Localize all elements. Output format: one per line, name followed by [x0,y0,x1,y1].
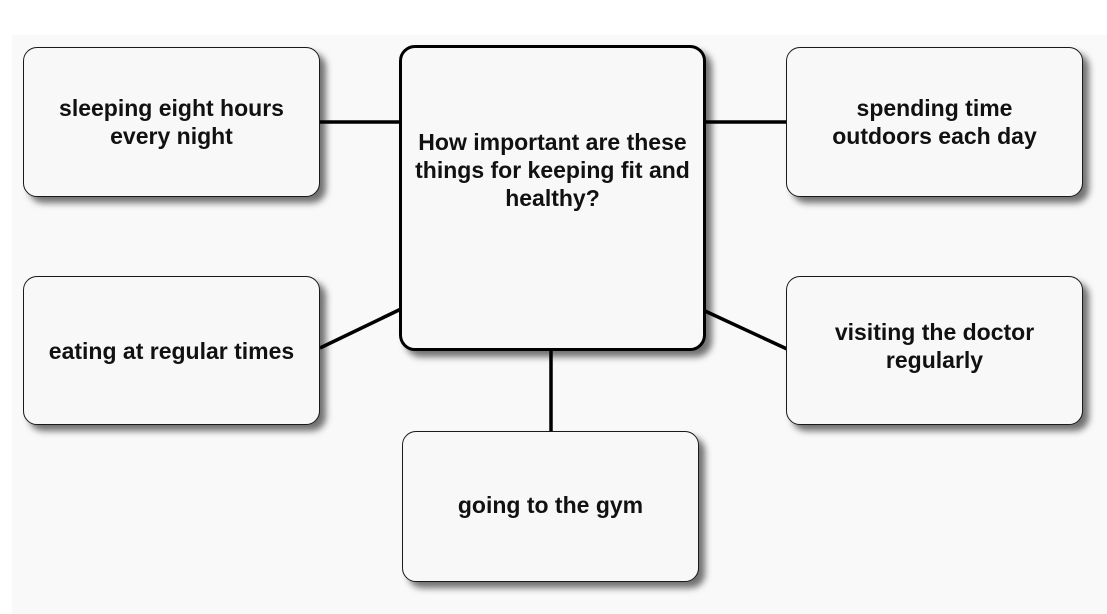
node-mid-left: eating at regular times [23,276,320,425]
node-bottom-label: going to the gym [457,491,644,518]
connector-mid-left [319,307,402,350]
node-mid-right-label: visiting the doctor regularly [834,318,1035,373]
node-bottom: going to the gym [402,431,699,582]
node-top-right-label: spending time outdoors each day [832,95,1037,149]
central-question-label: How important are these things for keepi… [415,129,690,211]
central-question-box: How important are these things for keepi… [399,45,706,351]
node-top-right: spending time outdoors each day [786,47,1083,197]
node-mid-left-label: eating at regular times [48,337,295,364]
node-top-left: sleeping eight hours every night [23,47,320,197]
node-top-left-label: sleeping eight hours every night [59,95,284,149]
node-mid-right: visiting the doctor regularly [786,276,1083,425]
connector-mid-right [704,309,788,351]
